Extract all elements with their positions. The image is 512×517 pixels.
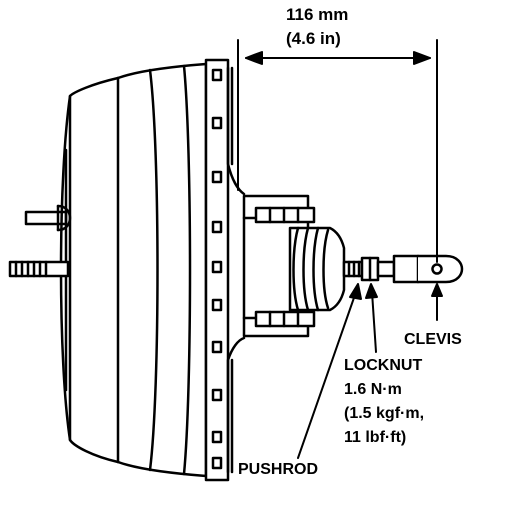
- pushrod-boot: [288, 226, 346, 312]
- clevis-label: CLEVIS: [404, 331, 462, 348]
- clevis-pin-hole: [431, 263, 443, 275]
- booster-main-shell: [116, 62, 208, 478]
- mounting-bolts: [254, 206, 316, 328]
- booster-rear-cover: [226, 66, 246, 474]
- booster-stud-upper: [24, 204, 72, 232]
- booster-flange: [204, 58, 230, 482]
- locknut-torque-nm: 1.6 N·m: [344, 381, 402, 398]
- locknut-label: LOCKNUT: [344, 357, 423, 374]
- booster-rear-shell: [59, 76, 120, 464]
- dimension-lines: [237, 39, 438, 263]
- dimension-metric: 116 mm: [286, 5, 349, 24]
- leader-lines: [297, 283, 443, 459]
- dimension-imperial: (4.6 in): [286, 29, 341, 48]
- locknut-torque-lbfft: 11 lbf·ft): [344, 429, 407, 446]
- pushrod-label: PUSHROD: [238, 461, 319, 478]
- pushrod-assembly: [342, 254, 464, 284]
- locknut-torque-kgfm: (1.5 kgf·m,: [344, 405, 425, 422]
- booster-threaded-stud: [8, 260, 70, 278]
